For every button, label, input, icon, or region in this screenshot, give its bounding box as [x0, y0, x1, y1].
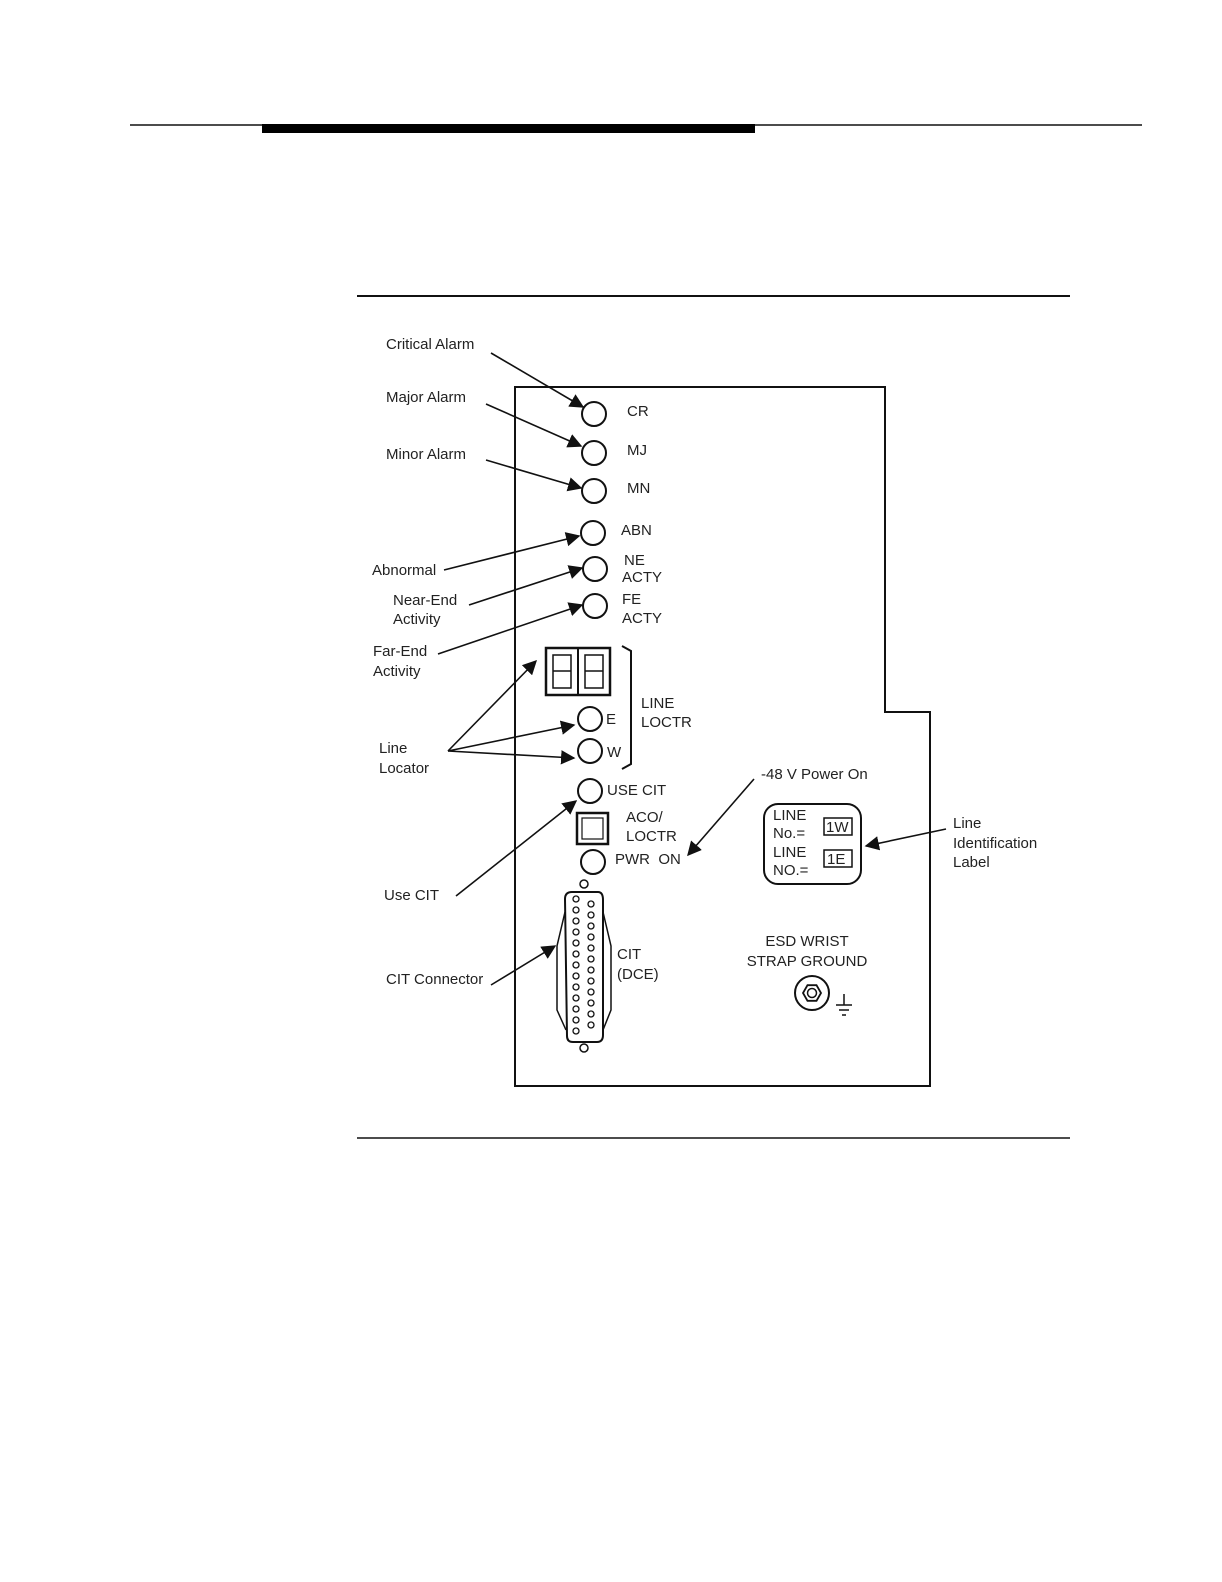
id-row1-line1: LINE: [773, 807, 806, 824]
connector-pin: [573, 907, 579, 913]
esd-label-line2: STRAP GROUND: [747, 953, 868, 970]
connector-pin: [573, 929, 579, 935]
abnormal-arrow: [444, 536, 579, 570]
line-loctr-label-line1: LINE: [641, 695, 674, 712]
fe-label-line1: FE: [622, 591, 641, 608]
connector-pin: [573, 1017, 579, 1023]
line-locator-callout-line1: Line: [379, 740, 407, 757]
near-end-callout-line1: Near-End: [393, 592, 457, 609]
connector-pin: [573, 896, 579, 902]
near-end-arrow: [469, 568, 582, 605]
abn-label: ABN: [621, 522, 652, 539]
abn-led: [581, 521, 605, 545]
far-end-callout-line1: Far-End: [373, 643, 427, 660]
use-cit-panel-label: USE CIT: [607, 782, 666, 799]
header-thick-bar: [262, 124, 755, 133]
e-led: [578, 707, 602, 731]
faceplate-outline: [515, 387, 930, 1086]
line-identification-label: LINE No.= 1W LINE NO.= 1E: [764, 804, 861, 884]
line-id-callout-line2: Identification: [953, 835, 1037, 852]
minor-alarm-callout: Minor Alarm: [386, 446, 466, 463]
aco-label-line1: ACO/: [626, 809, 664, 826]
esd-jack: [795, 976, 829, 1010]
far-end-arrow: [438, 605, 582, 654]
line-loctr-label-line2: LOCTR: [641, 714, 692, 731]
mn-label: MN: [627, 480, 650, 497]
connector-pin: [588, 956, 594, 962]
connector-pin: [573, 918, 579, 924]
ground-symbol-icon: [836, 994, 852, 1015]
connector-pin: [573, 973, 579, 979]
connector-pin: [573, 1006, 579, 1012]
connector-pin: [588, 945, 594, 951]
cit-label-line1: CIT: [617, 946, 641, 963]
id-row1-line2: No.=: [773, 825, 805, 842]
connector-pin: [588, 1011, 594, 1017]
line-locator-arrow-w: [448, 751, 574, 758]
use-cit-callout: Use CIT: [384, 887, 439, 904]
cit-label-line2: (DCE): [617, 966, 659, 983]
e-label: E: [606, 711, 616, 728]
mj-led: [582, 441, 606, 465]
mn-led: [582, 479, 606, 503]
cit-connector-callout: CIT Connector: [386, 971, 483, 988]
id-row2-line2: NO.=: [773, 862, 809, 879]
connector-pin: [573, 1028, 579, 1034]
abnormal-callout: Abnormal: [372, 562, 436, 579]
connector-pin: [588, 967, 594, 973]
ne-label-line1: NE: [624, 552, 645, 569]
cit-connector: [557, 880, 611, 1052]
aco-loctr-button: [577, 813, 608, 844]
connector-pin: [588, 923, 594, 929]
connector-pin: [588, 978, 594, 984]
ne-label-line2: ACTY: [622, 569, 662, 586]
connector-pin: [588, 901, 594, 907]
line-locator-arrow-e: [448, 725, 574, 751]
connector-pin: [588, 912, 594, 918]
aco-label-line2: LOCTR: [626, 828, 677, 845]
esd-label-line1: ESD WRIST: [765, 933, 848, 950]
critical-alarm-callout: Critical Alarm: [386, 336, 474, 353]
connector-pin: [573, 984, 579, 990]
minor-alarm-arrow: [486, 460, 581, 488]
connector-pin: [573, 940, 579, 946]
connector-pin: [588, 1000, 594, 1006]
cr-label: CR: [627, 403, 649, 420]
pwr-on-label: PWR ON: [615, 851, 681, 868]
line-id-callout-line1: Line: [953, 815, 981, 832]
power-on-callout: -48 V Power On: [761, 766, 868, 783]
mj-label: MJ: [627, 442, 647, 459]
far-end-callout-line2: Activity: [373, 663, 421, 680]
connector-pin: [573, 995, 579, 1001]
use-cit-led: [578, 779, 602, 803]
near-end-callout-line2: Activity: [393, 611, 441, 628]
seven-segment-display: [546, 648, 610, 695]
ne-acty-led: [583, 557, 607, 581]
cr-led: [582, 402, 606, 426]
cit-connector-arrow: [491, 946, 555, 985]
line-locator-callout-line2: Locator: [379, 760, 429, 777]
connector-pin: [573, 951, 579, 957]
id-row2-line1: LINE: [773, 844, 806, 861]
connector-pin: [588, 1022, 594, 1028]
major-alarm-arrow: [486, 404, 581, 446]
line-locator-arrow-display: [448, 661, 536, 751]
power-on-arrow: [688, 779, 754, 855]
id-row1-value: 1W: [826, 819, 849, 836]
w-label: W: [607, 744, 622, 761]
fe-acty-led: [583, 594, 607, 618]
line-id-callout-line3: Label: [953, 854, 990, 871]
pwr-on-led: [581, 850, 605, 874]
critical-alarm-arrow: [491, 353, 583, 407]
connector-pin: [588, 989, 594, 995]
line-id-arrow: [866, 829, 946, 846]
connector-pin: [588, 934, 594, 940]
connector-pin: [573, 962, 579, 968]
w-led: [578, 739, 602, 763]
id-row2-value: 1E: [827, 851, 845, 868]
major-alarm-callout: Major Alarm: [386, 389, 466, 406]
fe-label-line2: ACTY: [622, 610, 662, 627]
line-loctr-bracket: [622, 646, 631, 769]
